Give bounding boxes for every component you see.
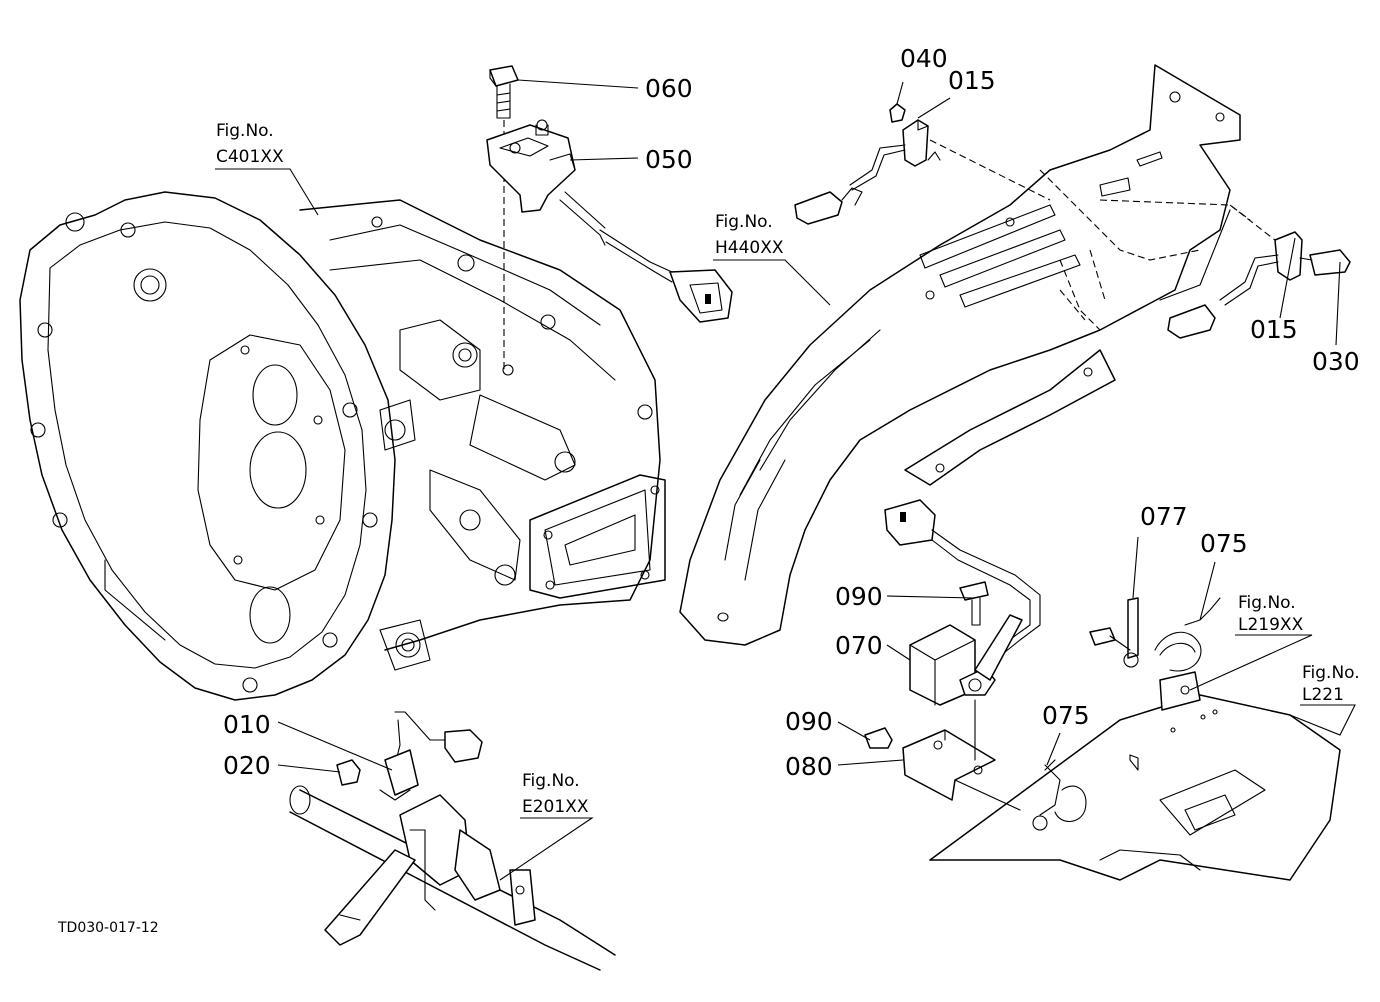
sensor-070	[884, 499, 1041, 706]
clip-075-lower	[1032, 759, 1087, 831]
fig-ref-l221-prefix: Fig.No.	[1302, 663, 1360, 683]
switch-015-upper	[794, 103, 1051, 225]
part-label-075-upper: 075	[1200, 529, 1248, 558]
clip-077-bracket-l219	[1089, 597, 1221, 711]
panel-l221	[929, 694, 1341, 881]
part-label-080: 080	[785, 752, 833, 781]
pedal-shaft-e201	[289, 785, 616, 971]
fig-ref-e201-prefix: Fig.No.	[522, 771, 580, 791]
part-label-090-lower: 090	[785, 707, 833, 736]
fig-ref-c401-prefix: Fig.No.	[216, 121, 274, 141]
part-label-070: 070	[835, 631, 883, 660]
fig-ref-e201-code: E201XX	[522, 797, 589, 817]
part-label-020: 020	[223, 751, 271, 780]
part-label-030: 030	[1312, 347, 1360, 376]
part-label-040: 040	[900, 44, 948, 73]
sensor-050	[486, 119, 733, 323]
transmission-housing	[19, 191, 666, 701]
part-number-labels: 060 050 040 015 015 030 077 075 090 070 …	[223, 44, 1360, 781]
fig-ref-h440-prefix: Fig.No.	[715, 212, 773, 232]
part-label-010: 010	[223, 710, 271, 739]
part-label-060: 060	[645, 74, 693, 103]
drawing-number: TD030-017-12	[57, 920, 159, 936]
part-label-090-upper: 090	[835, 582, 883, 611]
part-label-077: 077	[1140, 502, 1188, 531]
part-label-075-lower: 075	[1042, 701, 1090, 730]
figure-reference-labels: Fig.No. C401XX Fig.No. H440XX Fig.No. L2…	[216, 121, 1360, 817]
fig-ref-l219-code: L219XX	[1238, 615, 1304, 635]
fig-ref-h440-code: H440XX	[715, 238, 784, 258]
part-label-050: 050	[645, 145, 693, 174]
fig-ref-l219-prefix: Fig.No.	[1238, 593, 1296, 613]
part-label-015-lower: 015	[1250, 315, 1298, 344]
leader-lines	[215, 79, 1356, 881]
fender-h440	[679, 64, 1251, 646]
fig-ref-c401-code: C401XX	[216, 147, 284, 167]
bracket-080	[864, 699, 1021, 811]
bolt-060	[489, 65, 519, 119]
switch-010	[336, 711, 483, 801]
part-label-015-upper: 015	[948, 66, 996, 95]
fig-ref-l221-code: L221	[1302, 685, 1344, 705]
